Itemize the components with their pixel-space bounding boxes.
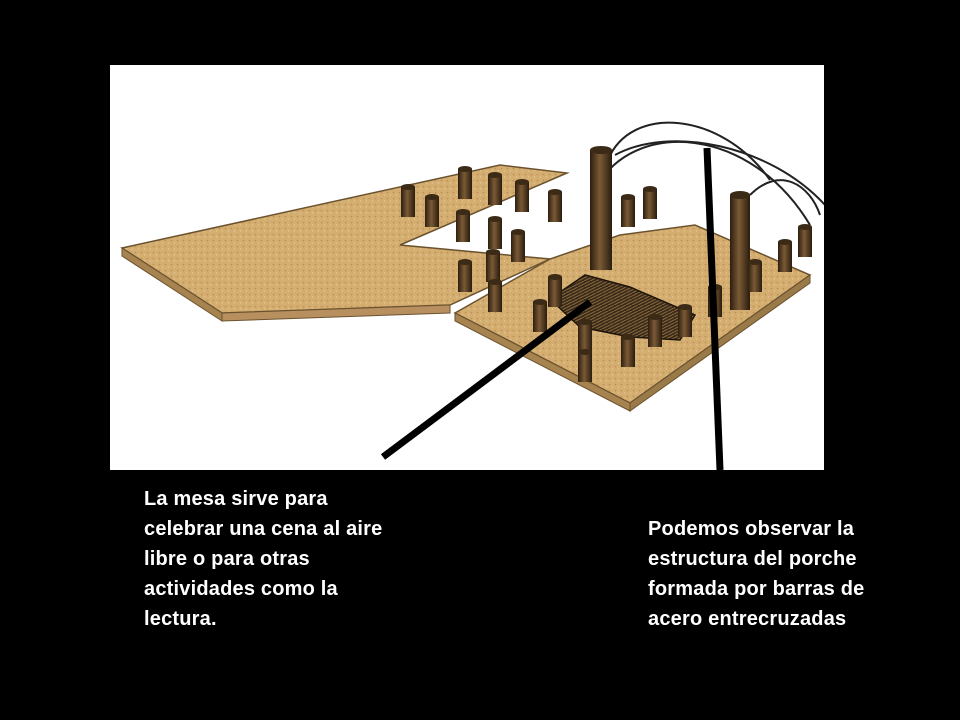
log-stool-top — [748, 259, 762, 265]
log-stool-top — [515, 179, 529, 185]
porch-model-illustration — [120, 121, 826, 412]
log-stool — [748, 262, 762, 292]
log-stool — [488, 219, 502, 249]
porch-model-picture — [110, 65, 826, 470]
log-stool — [515, 182, 529, 212]
log-stool — [578, 352, 592, 382]
log-stool — [456, 212, 470, 242]
log-stool-top — [548, 189, 562, 195]
log-stool-top — [621, 334, 635, 340]
log-stool — [425, 197, 439, 227]
log-stool-top — [578, 319, 592, 325]
log-stool — [458, 169, 472, 199]
log-stool — [511, 232, 525, 262]
log-stool — [488, 175, 502, 205]
table-caption: La mesa sirve para celebrar una cena al … — [144, 488, 383, 630]
log-stool — [488, 282, 502, 312]
log-stool-top — [778, 239, 792, 245]
tall-posts — [590, 146, 750, 310]
log-stool — [401, 187, 415, 217]
log-stool — [798, 227, 812, 257]
log-stool-top — [486, 249, 500, 255]
log-stool-top — [621, 194, 635, 200]
log-stool-top — [648, 314, 662, 320]
log-stool — [486, 252, 500, 282]
log-stool-top — [798, 224, 812, 230]
log-stool-top — [533, 299, 547, 305]
log-stool-top — [458, 259, 472, 265]
log-stool-top — [578, 349, 592, 355]
log-stool — [548, 277, 562, 307]
upper-deck — [120, 164, 570, 322]
log-stool — [708, 287, 722, 317]
log-stool — [643, 189, 657, 219]
log-stool — [648, 317, 662, 347]
log-stool — [533, 302, 547, 332]
log-stool-top — [456, 209, 470, 215]
log-stool-top — [425, 194, 439, 200]
log-stool-top — [548, 274, 562, 280]
steel-arches — [597, 121, 826, 226]
log-stool-top — [488, 216, 502, 222]
porch-caption: Podemos observar la estructura del porch… — [648, 518, 865, 630]
log-stool — [621, 197, 635, 227]
log-stool-top — [643, 186, 657, 192]
log-stool — [578, 322, 592, 352]
log-stool — [778, 242, 792, 272]
log-stool-top — [401, 184, 415, 190]
log-stool-top — [678, 304, 692, 310]
log-stool-top — [708, 284, 722, 290]
log-stool-top — [458, 166, 472, 172]
log-stool — [548, 192, 562, 222]
log-stool — [458, 262, 472, 292]
log-stool-top — [488, 279, 502, 285]
log-stool — [621, 337, 635, 367]
log-stool — [678, 307, 692, 337]
log-stool-top — [488, 172, 502, 178]
log-stool-top — [511, 229, 525, 235]
